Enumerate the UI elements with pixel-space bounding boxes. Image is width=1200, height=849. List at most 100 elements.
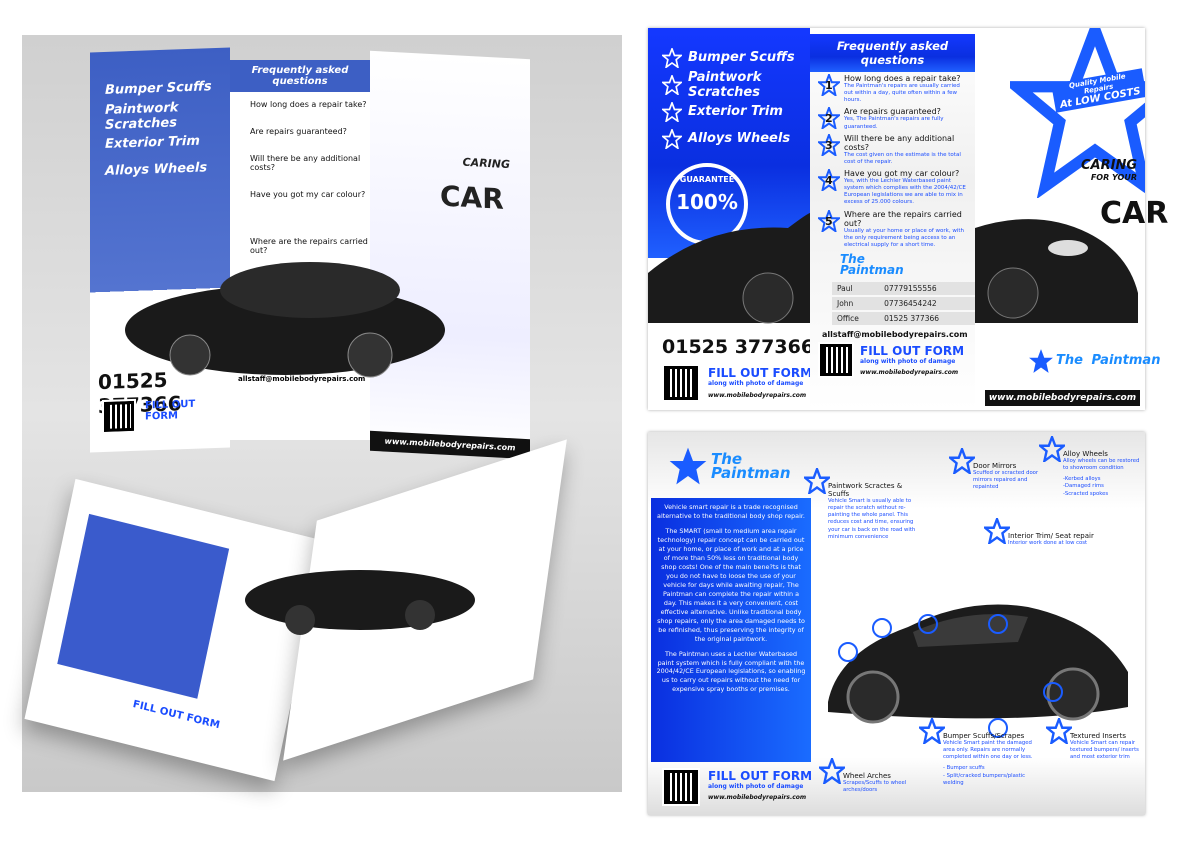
star-icon	[984, 518, 1010, 544]
url-bar[interactable]: www.mobilebodyrepairs.com	[985, 390, 1140, 406]
service-label: Paintwork Scratches	[688, 69, 762, 100]
callout-list-item: -Damaged rims	[1063, 483, 1104, 490]
trifold-mockup: Bumper Scuffs Paintwork Scratches Exteri…	[90, 47, 530, 460]
logo: The Paintman	[1028, 348, 1160, 374]
callout-title: Textured Inserts	[1070, 732, 1127, 740]
callout-ring	[918, 614, 938, 634]
intro-paragraph: Vehicle smart repair is a trade recognis…	[657, 503, 805, 520]
intro-paragraph: The Paintman uses a Lechler Waterbased p…	[656, 649, 806, 694]
callout-list-item: -Scracted spokes	[1063, 490, 1109, 497]
service-label: Exterior Trim	[688, 104, 783, 119]
callout-ring	[988, 718, 1008, 738]
callout-desc: Scrapes/Scuffs to wheel arches/doors	[843, 780, 907, 794]
guarantee-percent: 100%	[676, 190, 738, 214]
url-bar: www.mobilebodyrepairs.com	[370, 430, 530, 460]
star-number-icon	[818, 74, 840, 96]
faq-answer: Usually at your home or place of work, w…	[844, 227, 964, 248]
faq-answer: The cost given on the estimate is the to…	[844, 151, 961, 165]
star-number-icon	[818, 168, 840, 191]
service-label: Bumper Scuffs	[105, 79, 212, 98]
faq-question: How long does a repair take?	[250, 100, 367, 109]
faq-answer: The Paintman's repairs are usually carri…	[844, 83, 960, 104]
service-item: Alloys Wheels	[105, 154, 230, 185]
star-icon	[662, 47, 682, 68]
form-title: FILL OUT FORM	[708, 769, 813, 783]
callout-ring	[988, 614, 1008, 634]
form-title: FILL OUT FORM	[145, 398, 196, 423]
service-label: Alloys Wheels	[105, 160, 208, 179]
car-image	[245, 570, 475, 635]
callout-desc: Vehicle Smart can repair textured bumper…	[1070, 740, 1139, 761]
car-image	[125, 262, 445, 378]
star-number-icon	[818, 133, 840, 156]
phone-big: 01525 377366	[662, 336, 815, 358]
star-icon	[1046, 718, 1072, 744]
url-text: www.mobilebodyrepairs.com	[860, 368, 959, 376]
faq-title: Frequently asked questions	[230, 60, 370, 92]
contact-phone: 07779155556	[879, 281, 975, 295]
faq-question: Are repairs guaranteed?	[250, 127, 347, 136]
form-subtitle: along with photo of damage	[708, 783, 804, 790]
faq-number: 3	[825, 138, 833, 152]
logo-star-icon	[1029, 349, 1053, 373]
callout-list-item: -Kerbed alloys	[1063, 476, 1101, 483]
faq-answer: Yes, with the Lechler Waterbased paint s…	[844, 177, 966, 206]
callout-list-item: - Bumper scuffs	[943, 765, 985, 772]
star-icon	[949, 448, 975, 474]
faq-title: Frequently asked questions	[810, 34, 975, 72]
faq-number: 4	[825, 173, 833, 187]
faq-question: Are repairs guaranteed?	[844, 107, 941, 117]
callout-desc: Scuffed or scracted door mirrors repaire…	[973, 470, 1039, 491]
star-number-icon	[818, 209, 840, 232]
callout-list-item: - Split/cracked bumpers/plastic welding	[943, 772, 1026, 786]
star-number-icon	[818, 107, 840, 130]
guarantee-word: GUARANTEE	[679, 175, 735, 184]
caring-car: CAR	[1100, 196, 1169, 231]
car-image	[828, 604, 1128, 724]
star-icon	[804, 468, 830, 494]
faq-number: 2	[825, 112, 833, 126]
caring-line1: CARING	[462, 155, 510, 172]
callout-ring	[872, 618, 892, 638]
faq-question: Where are the repairs carried out?	[844, 209, 962, 228]
brochure-outside: Bumper Scuffs Paintwork Scratches Exteri…	[648, 28, 1168, 410]
car-image	[648, 213, 1138, 324]
star-icon	[1039, 436, 1065, 462]
faq-question: Where are the repairs carried out?	[250, 237, 368, 255]
faq-number: 1	[825, 79, 833, 92]
callout-title: Wheel Arches	[843, 772, 891, 780]
callout-title: Alloy Wheels	[1063, 450, 1108, 458]
qr-code	[662, 768, 700, 806]
faq-question: Have you got my car colour?	[250, 190, 366, 199]
email[interactable]: allstaff@mobilebodyrepairs.com	[822, 329, 968, 339]
qr-code	[818, 341, 854, 378]
logo-paintman: Paintman	[711, 464, 791, 482]
service-label: Alloys Wheels	[688, 131, 791, 146]
star-icon	[662, 74, 682, 95]
logo-the: The	[840, 251, 865, 266]
faq-item: 4 Have you got my car colour?Yes, with th…	[818, 168, 969, 207]
url-text: www.mobilebodyrepairs.com	[708, 794, 807, 801]
faq-question: Will there be any additional costs?	[844, 133, 955, 152]
contact-phone: 01525 377366	[879, 311, 975, 325]
caring-line1: CARING	[1081, 158, 1137, 173]
qr-code	[102, 398, 136, 435]
callout-ring	[838, 642, 858, 662]
contact-name: Paul	[832, 281, 880, 295]
star-icon	[662, 128, 682, 149]
faq-question: Have you got my car colour?	[844, 168, 960, 178]
callout-title: Bumper Scuffs/Scrapes	[943, 732, 1025, 740]
form-subtitle: along with photo of damage	[708, 380, 804, 387]
